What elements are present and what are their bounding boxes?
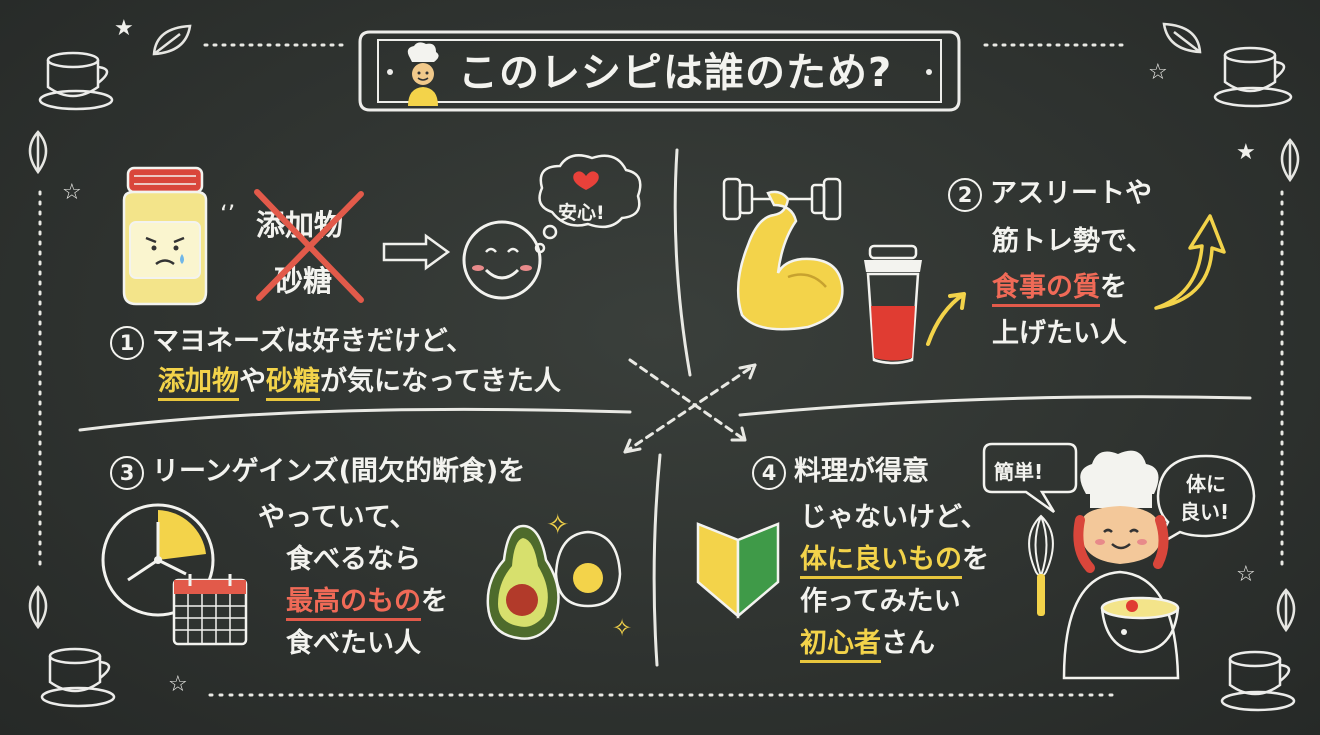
item1-line2: 添加物や砂糖が気になってきた人	[158, 360, 561, 404]
item2-line1: 2 アスリートや	[948, 172, 1152, 216]
item1-line1: 1 マヨネーズは好きだけど、	[110, 320, 473, 364]
item3-line1-text: リーンゲインズ(間欠的断食)を	[152, 456, 526, 487]
item1-highlight-sugar: 砂糖	[266, 366, 320, 401]
star-icon: ☆	[1236, 562, 1256, 587]
star-icon: ☆	[168, 672, 188, 697]
item3-number: 3	[110, 455, 144, 490]
sweat-marks: ‘’	[220, 200, 236, 228]
sparkle-icon: ✧	[546, 508, 570, 541]
item4-line3: 体に良いものを	[800, 538, 989, 582]
easy-bubble-text: 簡単!	[994, 460, 1044, 484]
item3-line3: 食べるなら	[286, 544, 421, 575]
item2-line4: 上げたい人	[992, 318, 1127, 349]
healthy-bubble-line2: 良い!	[1180, 500, 1230, 524]
sparkle-icon: ✧	[612, 614, 633, 642]
item4-line5-end: さん	[881, 628, 935, 659]
star-icon: ★	[1236, 140, 1256, 165]
item1-number: 1	[110, 325, 144, 360]
item4-line1-text: 料理が得意	[794, 456, 929, 487]
title-plaque	[352, 24, 967, 118]
star-icon: ☆	[1148, 60, 1168, 85]
item4-line5: 初心者さん	[800, 622, 935, 666]
item3-highlight-best-food: 最高のもの	[286, 586, 421, 621]
item3-line2: やっていて、	[258, 502, 417, 533]
star-icon: ☆	[62, 180, 82, 205]
item3-line4-end: を	[421, 586, 448, 617]
item3-line5: 食べたい人	[286, 628, 421, 659]
chef-icon	[398, 40, 448, 106]
item4-line1: 4 料理が得意	[752, 450, 929, 494]
item3-line1: 3 リーンゲインズ(間欠的断食)を	[110, 450, 525, 494]
healthy-bubble-line1: 体に	[1186, 472, 1226, 496]
item1-highlight-additives: 添加物	[158, 366, 239, 401]
item2-line2: 筋トレ勢で、	[992, 226, 1153, 257]
item1-line2-end: が気になってきた人	[320, 366, 561, 397]
item4-line4: 作ってみたい	[800, 586, 961, 617]
item3-line4: 最高のものを	[286, 580, 448, 624]
item4-highlight-healthy: 体に良いもの	[800, 544, 962, 579]
item2-number: 2	[948, 177, 982, 212]
item1-line2-mid: や	[239, 366, 266, 397]
item2-line3: 食事の質を	[992, 266, 1127, 310]
item4-number: 4	[752, 455, 786, 490]
star-icon: ★	[114, 16, 134, 41]
item2-highlight-meal-quality: 食事の質	[992, 272, 1100, 307]
item1-line1-text: マヨネーズは好きだけど、	[152, 326, 474, 357]
relief-bubble-text: 安心!	[558, 202, 605, 224]
item4-line3-end: を	[962, 544, 989, 575]
item2-line3-end: を	[1100, 272, 1127, 303]
item4-line2: じゃないけど、	[800, 502, 988, 533]
page-title: このレシピは誰のため?	[458, 50, 893, 96]
item2-line1-text: アスリートや	[990, 178, 1152, 209]
item4-highlight-beginner: 初心者	[800, 628, 881, 663]
